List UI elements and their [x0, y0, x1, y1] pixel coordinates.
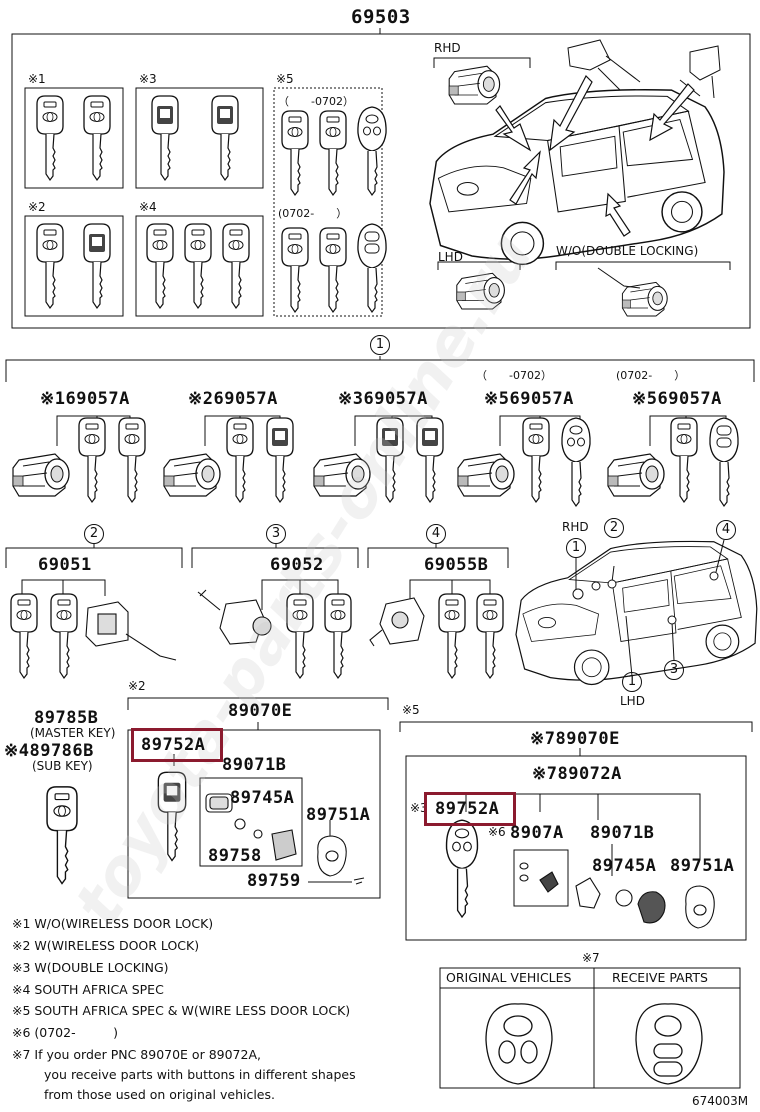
box5-part-89071B: 89071B	[590, 823, 655, 843]
box2-part-89758: 89758	[208, 846, 262, 866]
box5-mark: ※5	[402, 703, 420, 717]
section1-date-b: (0702- ）	[616, 369, 686, 382]
top-mark-5: ※5	[276, 72, 294, 86]
master-key-drawing	[46, 786, 78, 885]
note-2: ※2 W(WIRELESS DOOR LOCK)	[12, 938, 200, 953]
box5-mark6: ※6	[488, 825, 506, 839]
box5-lines	[399, 721, 753, 941]
car2-callout-2: 2	[604, 518, 624, 538]
sub-key-part: ※489786B	[4, 741, 94, 761]
note-7-line2: you receive parts with buttons in differ…	[44, 1067, 356, 1082]
box5-mark3: ※3	[410, 801, 428, 815]
section1-date-a: （ -0702）	[476, 369, 552, 382]
compare-col-original: ORIGINAL VEHICLES	[446, 970, 572, 985]
box5-sub: ※789072A	[532, 764, 622, 784]
sections-234-lines	[5, 544, 509, 610]
box2-part-89752A[interactable]: 89752A	[141, 735, 206, 755]
sections-234-parts	[10, 589, 504, 679]
note-7: ※7 If you order PNC 89070E or 89072A,	[12, 1047, 261, 1062]
note-4: ※4 SOUTH AFRICA SPEC	[12, 982, 164, 997]
top-mark-2: ※2	[28, 200, 46, 214]
car2-callout-4: 4	[716, 520, 736, 540]
section-4-number: 4	[426, 524, 446, 544]
box5-part-8907A: 8907A	[510, 823, 564, 843]
box2-part-89745A: 89745A	[230, 788, 295, 808]
compare-col-receive: RECEIVE PARTS	[612, 970, 708, 985]
comparison-keys	[485, 1003, 703, 1085]
box2-parts	[157, 771, 365, 885]
top-car-rhd-label: RHD	[434, 41, 461, 55]
box2-part-89751A: 89751A	[306, 805, 371, 825]
car2-callout-1b: 1	[622, 672, 642, 692]
box2-title: 89070E	[228, 701, 293, 721]
box2-part-89071B: 89071B	[222, 755, 287, 775]
master-key-part: 89785B	[34, 708, 99, 728]
note-3: ※3 W(DOUBLE LOCKING)	[12, 960, 169, 975]
master-key-label: (MASTER KEY)	[30, 726, 116, 740]
comparison-table-lines	[439, 967, 741, 1089]
top-part-number: 69503	[351, 6, 411, 28]
box2-highlight[interactable]	[131, 728, 223, 762]
top-date-a: （ -0702）	[278, 95, 354, 108]
section1-part-5: ※569057A	[632, 389, 722, 409]
figure-id: 674003M	[692, 1094, 749, 1108]
section-3-number: 3	[266, 524, 286, 544]
box2-part-89759: 89759	[247, 871, 301, 891]
compare-mark: ※7	[582, 951, 600, 965]
box5-title: ※789070E	[530, 729, 620, 749]
car2-rhd-label: RHD	[562, 520, 589, 534]
bottom-car-illustration	[515, 539, 758, 686]
top-car-wo-double-label: W/O(DOUBLE LOCKING)	[556, 244, 699, 258]
section1-part-2: ※269057A	[188, 389, 278, 409]
note-7-line3: from those used on original vehicles.	[44, 1087, 275, 1102]
box5-parts	[445, 819, 715, 929]
top-car-illustration	[429, 39, 725, 317]
section2-part: 69051	[38, 555, 92, 575]
section4-part: 69055B	[424, 555, 489, 575]
box5-part-89752A[interactable]: 89752A	[435, 799, 500, 819]
note-1: ※1 W/O(WIRELESS DOOR LOCK)	[12, 916, 214, 931]
car2-lhd-label: LHD	[620, 694, 645, 708]
section-2-number: 2	[84, 524, 104, 544]
section3-part: 69052	[270, 555, 324, 575]
box5-part-89751A: 89751A	[670, 856, 735, 876]
top-mark-1: ※1	[28, 72, 46, 86]
section1-part-3: ※369057A	[338, 389, 428, 409]
top-mark-3: ※3	[139, 72, 157, 86]
top-mark-4: ※4	[139, 200, 157, 214]
section1-part-1: ※169057A	[40, 389, 130, 409]
box2-mark: ※2	[128, 679, 146, 693]
section-1-number: 1	[370, 335, 390, 355]
top-section-lines	[11, 28, 751, 329]
note-6: ※6 (0702- )	[12, 1025, 118, 1040]
sub-key-label: (SUB KEY)	[32, 759, 93, 773]
box5-highlight[interactable]	[424, 792, 516, 826]
note-5: ※5 SOUTH AFRICA SPEC & W(WIRE LESS DOOR …	[12, 1003, 351, 1018]
top-car-lhd-label: LHD	[438, 250, 463, 264]
car2-callout-3: 3	[664, 660, 684, 680]
box5-part-89745A: 89745A	[592, 856, 657, 876]
top-keys	[36, 95, 387, 313]
top-date-b: (0702- ）	[278, 207, 348, 220]
box2-lines	[127, 697, 389, 899]
car2-callout-1a: 1	[566, 538, 586, 558]
section1-part-4: ※569057A	[484, 389, 574, 409]
